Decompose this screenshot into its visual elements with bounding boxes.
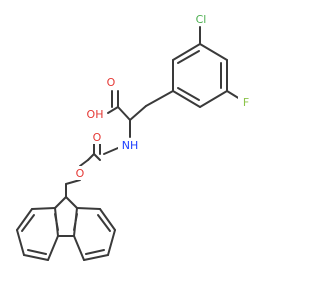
carbamate-carbonyl-oxygen-label: O [93,131,102,144]
bond [65,179,81,185]
bond [73,235,85,261]
bond [54,196,67,209]
bond [93,153,101,161]
bond [27,249,47,255]
bond [99,208,116,231]
carbamate-ester-oxygen-label: O [76,167,85,180]
bonds [16,26,241,261]
bond [199,43,228,61]
bond [65,196,78,209]
bond [107,106,119,114]
bond [103,147,119,155]
bond [47,235,59,261]
bond [85,249,105,255]
bond [23,254,49,261]
bond [172,90,201,108]
bond [145,90,174,107]
bond [117,106,131,121]
bond [76,207,101,210]
bond [21,214,35,232]
bond [83,254,109,261]
acid-carbonyl-oxygen-label: O [107,76,116,89]
bond [107,229,116,256]
amide-nh-label: NH [122,139,139,152]
bond [199,90,228,108]
atom-labels: Cl F O OH NH O O [73,12,252,180]
hydroxyl-label: OH [87,108,104,121]
bond [97,214,111,232]
fluorine-atom-label: F [243,96,249,109]
bond [172,43,201,61]
bond [16,208,33,231]
bond [73,213,78,231]
bond [16,229,25,256]
chlorine-atom-label: Cl [196,13,207,26]
bond [54,213,59,231]
bond [177,50,200,64]
molecule-structure: Cl F O OH NH O O [16,12,252,261]
bond [87,153,95,161]
bond [226,90,241,100]
bond [177,87,200,101]
bond [31,207,56,210]
bond [79,159,89,167]
bond [129,105,147,121]
